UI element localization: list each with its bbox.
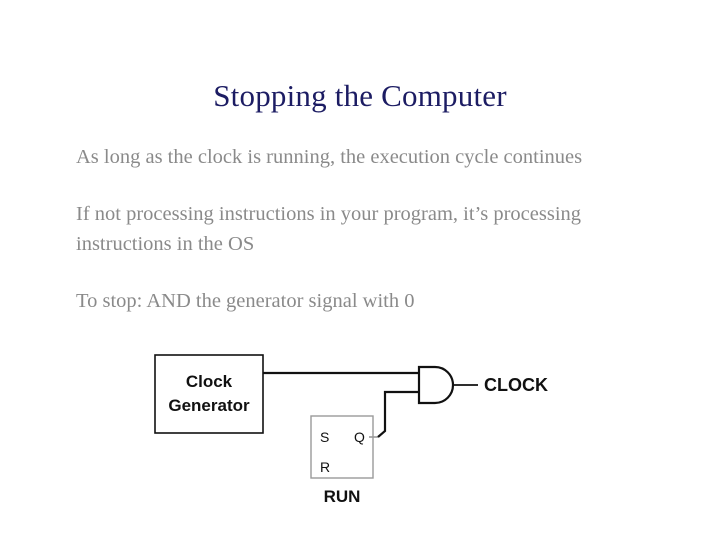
- clock-generator-label-line2: Generator: [168, 396, 250, 415]
- latch-q-label: Q: [354, 429, 365, 445]
- latch-s-label: S: [320, 429, 329, 445]
- clock-generator-box: [154, 354, 264, 434]
- clock-output-label: CLOCK: [484, 375, 548, 395]
- clock-circuit-diagram: Clock Generator S Q R RUN CLOCK: [140, 345, 570, 525]
- and-gate-symbol: [417, 365, 455, 405]
- bullet-item: To stop: AND the generator signal with 0: [76, 290, 415, 312]
- page-title: Stopping the Computer: [213, 78, 507, 113]
- sr-latch-box: [310, 415, 374, 479]
- latch-r-label: R: [320, 459, 330, 475]
- clock-generator-label-line1: Clock: [186, 372, 233, 391]
- wire-latch-to-gate: [377, 390, 419, 438]
- bullet-item: If not processing instructions in your p…: [76, 203, 582, 255]
- latch-name-label: RUN: [324, 487, 361, 506]
- bullet-item: As long as the clock is running, the exe…: [76, 146, 583, 168]
- slide-body: As long as the clock is running, the exe…: [76, 142, 676, 316]
